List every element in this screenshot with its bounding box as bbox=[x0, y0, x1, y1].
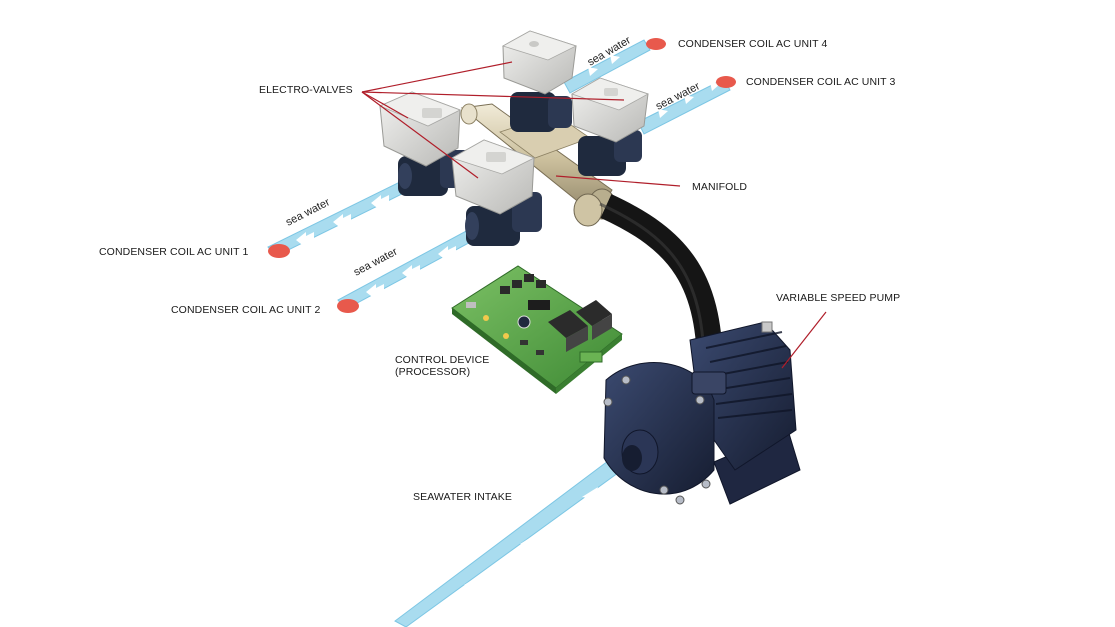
label-manifold: MANIFOLD bbox=[692, 181, 747, 193]
label-control-device: CONTROL DEVICE (PROCESSOR) bbox=[395, 354, 489, 378]
valve-unit-3 bbox=[572, 78, 648, 176]
terminal-dot-unit-2 bbox=[337, 299, 359, 313]
label-condenser-unit-2: CONDENSER COIL AC UNIT 2 bbox=[171, 304, 320, 316]
terminal-dot-unit-3 bbox=[716, 76, 736, 88]
label-condenser-unit-1: CONDENSER COIL AC UNIT 1 bbox=[99, 246, 248, 258]
terminal-dot-unit-4 bbox=[646, 38, 666, 50]
leader-pump bbox=[782, 312, 826, 368]
valve-unit-4 bbox=[503, 31, 576, 132]
terminal-dot-unit-1 bbox=[268, 244, 290, 258]
leader-valve-4 bbox=[362, 62, 512, 92]
label-condenser-unit-3: CONDENSER COIL AC UNIT 3 bbox=[746, 76, 895, 88]
label-variable-speed-pump: VARIABLE SPEED PUMP bbox=[776, 292, 900, 304]
stream-intake bbox=[395, 452, 633, 627]
label-seawater-intake: SEAWATER INTAKE bbox=[413, 491, 512, 503]
label-electro-valves: ELECTRO-VALVES bbox=[259, 84, 353, 96]
valve-unit-2 bbox=[452, 140, 542, 246]
label-condenser-unit-4: CONDENSER COIL AC UNIT 4 bbox=[678, 38, 827, 50]
variable-speed-pump bbox=[604, 322, 800, 504]
